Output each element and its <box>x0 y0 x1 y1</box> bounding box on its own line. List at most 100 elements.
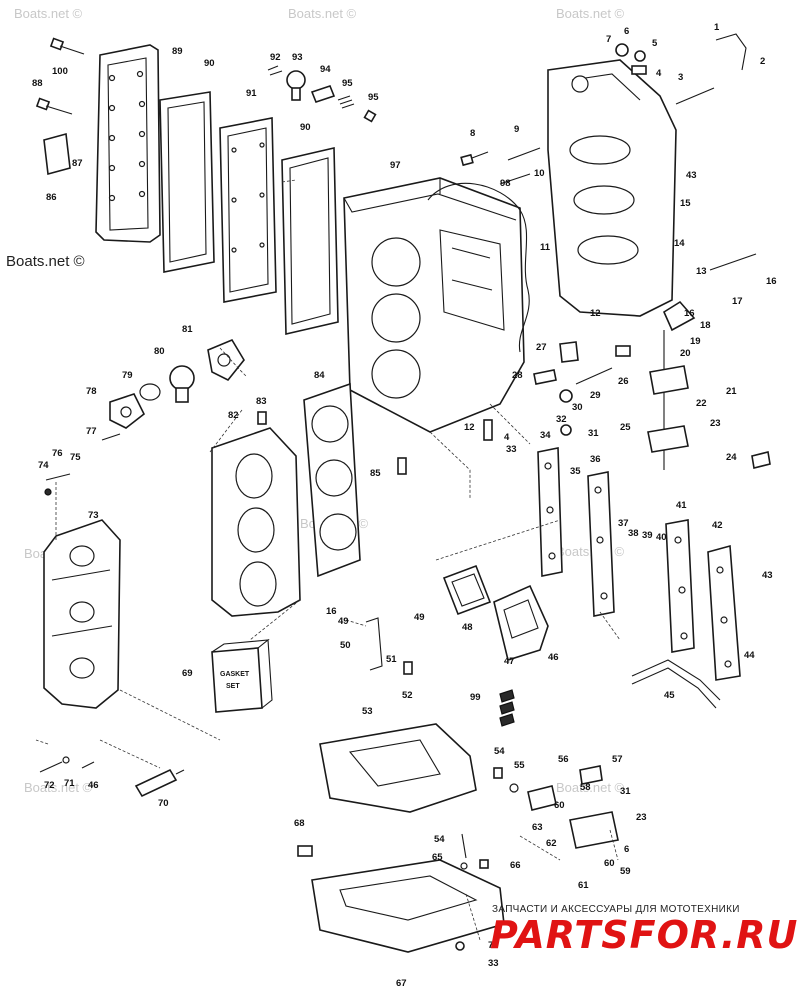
callout-30: 30 <box>572 402 583 413</box>
bracket-50 <box>365 617 383 671</box>
bolt-46 <box>81 761 95 769</box>
callout-89: 89 <box>172 46 183 57</box>
gasket-90-a <box>159 91 215 273</box>
callout-62: 62 <box>546 838 557 849</box>
watermark-left: Boats.net © <box>6 253 85 270</box>
callout-53: 53 <box>362 706 373 717</box>
callout-28: 28 <box>512 370 523 381</box>
bypass-cover-34 <box>537 447 563 577</box>
callout-6: 6 <box>624 26 629 37</box>
arm-18 <box>662 300 696 332</box>
callout-91: 91 <box>246 88 257 99</box>
callout-23-a: 23 <box>710 418 721 429</box>
callout-74: 74 <box>38 460 49 471</box>
nut-66 <box>479 859 489 869</box>
clips-99 <box>499 689 515 727</box>
spark-plug-70 <box>134 768 185 798</box>
callout-12-b: 12 <box>464 422 475 433</box>
bolt-72 <box>39 761 63 773</box>
stud-16 <box>709 253 757 271</box>
callout-20: 20 <box>680 348 691 359</box>
callout-71: 71 <box>64 778 75 789</box>
callout-16-b: 16 <box>684 308 695 319</box>
bolt-100 <box>49 37 85 55</box>
callout-29: 29 <box>590 390 601 401</box>
callout-87: 87 <box>72 158 83 169</box>
clip-92 <box>267 65 283 76</box>
bolt-74 <box>44 473 71 496</box>
callout-69: 69 <box>182 668 193 679</box>
watermark-top-right: Boats.net © <box>556 6 625 21</box>
callout-79: 79 <box>122 370 133 381</box>
callout-4-b: 4 <box>504 432 510 443</box>
washer-65 <box>460 862 468 870</box>
callout-83: 83 <box>256 396 267 407</box>
cylinder-head-82 <box>211 427 301 617</box>
callout-18: 18 <box>700 320 711 331</box>
callout-33-b: 33 <box>488 958 499 969</box>
hose-1 <box>715 33 747 71</box>
callout-82: 82 <box>228 410 239 421</box>
callout-88: 88 <box>32 78 43 89</box>
callout-34: 34 <box>540 430 551 441</box>
callout-45: 45 <box>664 690 675 701</box>
callout-31: 31 <box>588 428 599 439</box>
gasket-set-box-69: GASKET SET <box>211 638 273 713</box>
callout-50: 50 <box>340 640 351 651</box>
callout-1: 1 <box>714 22 720 33</box>
callout-65: 65 <box>432 852 443 863</box>
spring-24 <box>751 451 771 469</box>
gasket-53 <box>319 723 477 813</box>
callout-76: 76 <box>52 448 63 459</box>
callout-44: 44 <box>744 650 755 661</box>
callout-31-b: 31 <box>620 786 631 797</box>
stud-9 <box>507 147 541 161</box>
callout-60-b: 60 <box>604 858 615 869</box>
reed-block-47 <box>493 584 549 662</box>
callout-86: 86 <box>46 192 57 203</box>
callout-14: 14 <box>674 238 685 249</box>
callout-90-b: 90 <box>300 122 311 133</box>
callout-25: 25 <box>620 422 631 433</box>
callout-97: 97 <box>390 160 401 171</box>
bracket-27 <box>559 341 579 363</box>
cover-81 <box>207 338 245 382</box>
plate-91 <box>219 117 277 303</box>
watermark-top-center: Boats.net © <box>288 6 357 21</box>
callout-52: 52 <box>402 690 413 701</box>
callout-9: 9 <box>514 124 519 135</box>
plate-42 <box>665 519 695 653</box>
washer-55 <box>509 783 519 793</box>
brand-tagline: ЗАПЧАСТИ И АКСЕССУАРЫ ДЛЯ МОТОТЕХНИКИ <box>492 904 740 915</box>
hose-45 <box>631 659 721 709</box>
bypass-gasket-36 <box>587 471 615 617</box>
washer-30 <box>559 389 573 403</box>
callout-41: 41 <box>676 500 687 511</box>
watermark-bottom-left: Boats.net © <box>24 780 93 795</box>
callout-42: 42 <box>712 520 723 531</box>
crankcase-1 <box>547 59 677 317</box>
gasket-set-line2: SET <box>226 683 240 690</box>
spring-95 <box>337 95 377 123</box>
callout-24: 24 <box>726 452 737 463</box>
fitting-68 <box>297 845 313 857</box>
head-cover-73 <box>43 519 121 709</box>
wire-11 <box>427 182 530 353</box>
callouts: 100 89 90 88 87 86 91 90 92 93 94 95 95 … <box>32 22 777 989</box>
leader-lines <box>35 179 621 941</box>
callout-58: 58 <box>580 782 591 793</box>
callout-16-c: 16 <box>326 606 337 617</box>
screw-12 <box>483 419 493 441</box>
callout-35: 35 <box>570 466 581 477</box>
callout-99: 99 <box>470 692 481 703</box>
callout-49-a: 49 <box>338 616 349 627</box>
lever-57 <box>579 765 603 785</box>
callout-16-a: 16 <box>766 276 777 287</box>
callout-46-a: 46 <box>548 652 559 663</box>
callout-46-b: 46 <box>88 780 99 791</box>
plate-86 <box>43 132 71 176</box>
callout-77: 77 <box>86 426 97 437</box>
callout-6-b: 6 <box>624 844 629 855</box>
callout-37: 37 <box>618 518 629 529</box>
